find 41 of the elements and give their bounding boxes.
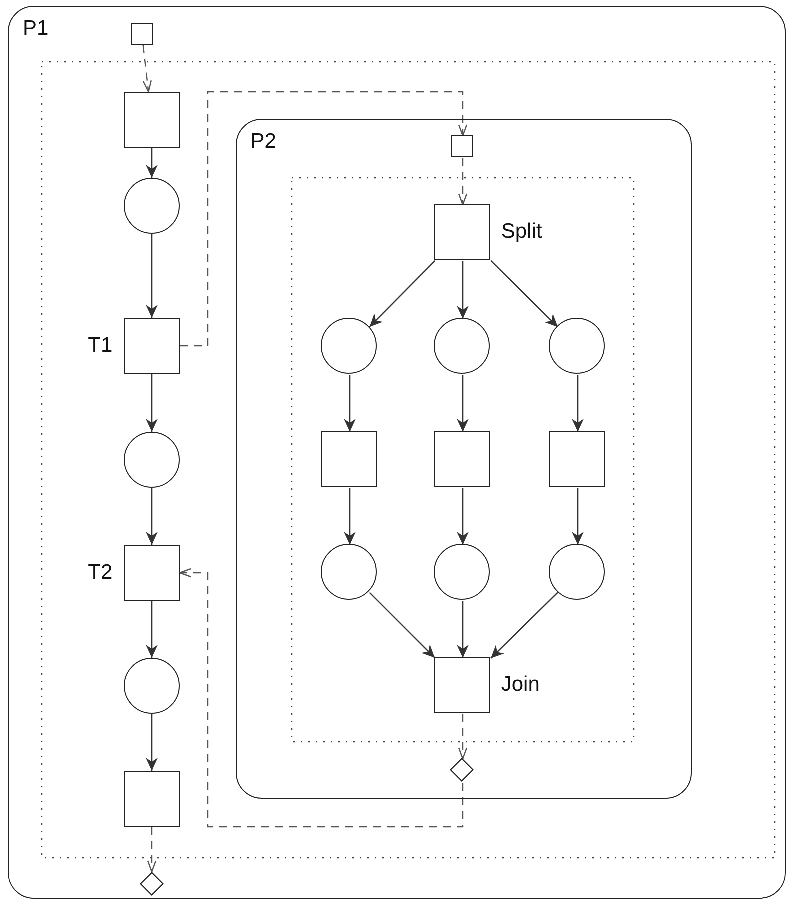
transition-box [321,431,378,488]
transition-box [124,770,180,827]
arrow [344,375,356,432]
end-diamond [450,758,474,782]
transition-box [549,431,606,488]
arrow [146,601,158,658]
arrow [179,568,464,828]
arrow [572,375,584,432]
node-label: Split [501,220,542,244]
transition-box [434,431,490,488]
arrow [146,234,158,318]
transition-box [451,135,474,158]
process-frame [8,6,786,899]
transition-box [130,22,153,45]
arrow [490,592,558,659]
transition-box [124,92,180,148]
arrow [457,375,469,432]
arrow [180,91,468,347]
arrow [458,158,468,206]
arrow [344,488,356,545]
node-label: T1 [88,334,113,358]
arrow [146,148,158,178]
arrow [457,261,469,319]
node-label: T2 [88,560,113,585]
arrow [142,44,152,93]
arrow [369,260,436,328]
node-label: Join [501,673,540,698]
arrow [457,488,469,545]
arrow [457,601,469,658]
arrow [146,714,158,771]
arrow [146,374,158,432]
process-frame [236,118,692,799]
arrow [147,827,157,873]
arrow [369,592,436,658]
arrow [490,260,559,328]
arrow [572,488,584,545]
node-label: P2 [250,130,276,154]
arrow [458,714,468,760]
node-label: P1 [23,17,49,41]
arrow [146,488,158,545]
end-diamond [140,872,164,896]
